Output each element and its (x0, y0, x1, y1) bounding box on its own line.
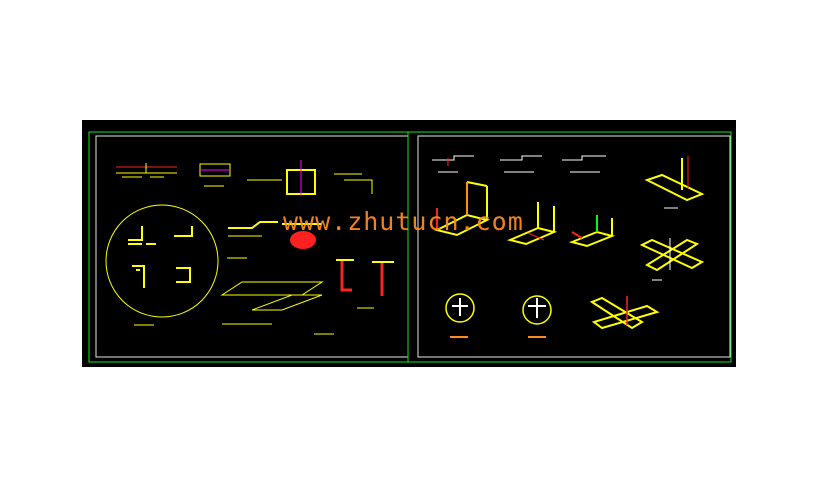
section-row-top (432, 155, 606, 173)
detail-center-circle (247, 160, 373, 249)
detail-mid-left (227, 221, 278, 259)
detail-perspective-bottom (220, 281, 324, 325)
right-sheet (417, 135, 731, 358)
iso-corner-medium (506, 202, 558, 246)
iso-cross-right (639, 238, 705, 281)
iso-corner-green (568, 215, 616, 248)
cad-drawing-svg (88, 131, 732, 363)
detail-strip-top-left (116, 163, 177, 178)
circled-detail-a (445, 293, 475, 338)
outer-green-frame (88, 131, 732, 363)
circled-corner-details (105, 204, 219, 326)
iso-beam-top-right (644, 156, 705, 209)
iso-corner-large (434, 181, 490, 237)
iso-cross-bottom (589, 296, 660, 330)
detail-red-pipes (314, 259, 394, 335)
circled-detail-b (522, 295, 552, 338)
detail-small-box (199, 163, 231, 187)
right-sheet-inner-frame (417, 135, 731, 358)
watermark-text: www.zhutucn.com (283, 207, 524, 236)
left-sheet (95, 132, 409, 362)
cad-drawing-canvas: www.zhutucn.com (82, 120, 736, 367)
